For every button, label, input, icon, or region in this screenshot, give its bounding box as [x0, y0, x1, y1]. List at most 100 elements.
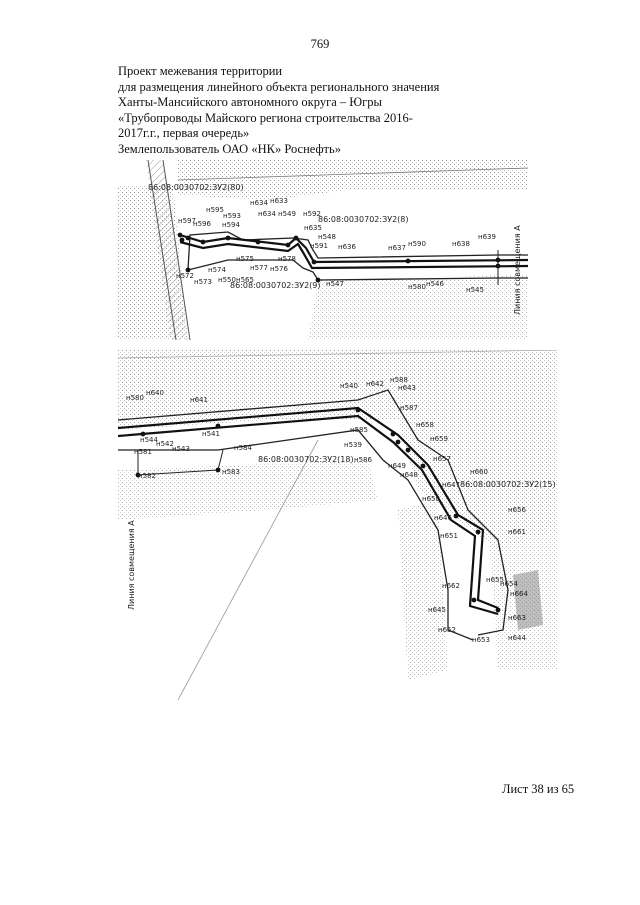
- point-label: н543: [172, 445, 190, 453]
- point-label: н539: [344, 441, 362, 449]
- point-label: н659: [430, 435, 448, 443]
- document-header: Проект межевания территории для размещен…: [118, 64, 588, 157]
- point-label: н575: [236, 255, 254, 263]
- point-label: н595: [206, 206, 224, 214]
- point-label: н542: [156, 440, 174, 448]
- point-label: н582: [138, 472, 156, 480]
- point-label: н572: [176, 272, 194, 280]
- road-strip: [146, 160, 188, 340]
- point-label: н663: [508, 614, 526, 622]
- point-label: н648: [400, 471, 418, 479]
- header-line: Ханты-Мансийского автономного округа – Ю…: [118, 95, 382, 109]
- point-label: н649: [388, 462, 406, 470]
- land-area: [118, 460, 378, 520]
- point-label: н655: [486, 576, 504, 584]
- point-label: н645: [428, 606, 446, 614]
- point-label: н594: [222, 221, 240, 229]
- parcel-label: 86:08:0030702:ЗУ2(18): [258, 455, 354, 464]
- point-label: н586: [354, 456, 372, 464]
- land-area: [178, 160, 528, 200]
- point-label: н646: [434, 514, 452, 522]
- point-label: н651: [440, 532, 458, 540]
- point-label: н640: [146, 389, 164, 397]
- point-label: н654: [500, 580, 518, 588]
- point-label: н636: [338, 243, 356, 251]
- header-line: Землепользователь ОАО «НК» Роснефть»: [118, 141, 341, 156]
- hatched-area: [513, 570, 543, 630]
- point-label: н577: [250, 264, 268, 272]
- point-label: н637: [388, 244, 406, 252]
- point-label: н597: [178, 217, 196, 225]
- point-label: н565: [236, 276, 254, 284]
- point-label: н638: [452, 240, 470, 248]
- point-label: н639: [478, 233, 496, 241]
- point-label: н574: [208, 266, 226, 274]
- parcel-label: 86:08:0030702:ЗУ2(80): [148, 183, 244, 192]
- point-label: н540: [340, 382, 358, 390]
- header-line: 2017г.г., первая очередь»: [118, 126, 250, 140]
- match-line-label: Линия совмещения А: [513, 225, 522, 315]
- allotment-boundary: [118, 429, 474, 641]
- point-label: н647: [442, 481, 460, 489]
- point-label: н581: [134, 448, 152, 456]
- header-line: для размещения линейного объекта региона…: [118, 79, 440, 94]
- pipeline: [118, 406, 499, 610]
- point-label: н656: [508, 506, 526, 514]
- parcel-label: 86:08:0030702:ЗУ2(15): [460, 480, 556, 489]
- point-label: н578: [278, 255, 296, 263]
- point-label: н642: [366, 380, 384, 388]
- point-label: н660: [470, 468, 488, 476]
- point-label: н592: [303, 210, 321, 218]
- header-line: Проект межевания территории: [118, 64, 283, 78]
- point-label: н588: [390, 376, 408, 384]
- point-label: н653: [472, 636, 490, 644]
- point-label: н664: [510, 590, 528, 598]
- point-label: н548: [318, 233, 336, 241]
- point-label: н547: [326, 280, 344, 288]
- point-label: н641: [190, 396, 208, 404]
- point-label: н593: [223, 212, 241, 220]
- point-label: н591: [310, 242, 328, 250]
- page-number: 769: [310, 37, 330, 51]
- parcel-label: 86:08:0030702:ЗУ2(9): [230, 281, 321, 290]
- land-area: [308, 275, 528, 340]
- point-label: н585: [350, 426, 368, 434]
- point-label: н658: [416, 421, 434, 429]
- match-line-label: Линия совмещения А: [127, 520, 136, 610]
- parcel-label: 86:08:0030702:ЗУ2(8): [318, 215, 409, 224]
- point-label: н652: [438, 626, 456, 634]
- point-label: н662: [442, 582, 460, 590]
- point-label: н545: [466, 286, 484, 294]
- allotment-boundary: [118, 389, 509, 636]
- point-label: н580: [126, 394, 144, 402]
- point-label: н650: [422, 495, 440, 503]
- land-area: [398, 500, 448, 680]
- point-label: н587: [400, 404, 418, 412]
- point-label: н580: [408, 283, 426, 291]
- pipeline: [179, 233, 528, 264]
- point-label: н596: [193, 220, 211, 228]
- map-bottom: 86:08:0030702:ЗУ2(18) 86:08:0030702:ЗУ2(…: [118, 350, 558, 700]
- point-label: н546: [426, 280, 444, 288]
- point-label: н661: [508, 528, 526, 536]
- point-label: н633: [270, 197, 288, 205]
- allotment-boundary: [187, 259, 528, 281]
- allotment-boundary: [137, 449, 224, 476]
- point-label: н644: [508, 634, 526, 642]
- point-label: н573: [194, 278, 212, 286]
- point-label: н657: [433, 455, 451, 463]
- pipeline: [179, 240, 528, 270]
- point-label: н550: [218, 276, 236, 284]
- sheet-number: Лист 38 из 65: [502, 782, 575, 796]
- point-label: н576: [270, 265, 288, 273]
- pipeline: [118, 414, 499, 616]
- header-line: «Трубопроводы Майского региона строитель…: [118, 110, 413, 125]
- point-label: н544: [140, 436, 158, 444]
- point-label: н583: [222, 468, 240, 476]
- point-label: н635: [304, 224, 322, 232]
- point-label: н584: [234, 444, 252, 452]
- point-label: н590: [408, 240, 426, 248]
- point-label: н643: [398, 384, 416, 392]
- point-label: н549: [278, 210, 296, 218]
- point-label: н634: [258, 210, 276, 218]
